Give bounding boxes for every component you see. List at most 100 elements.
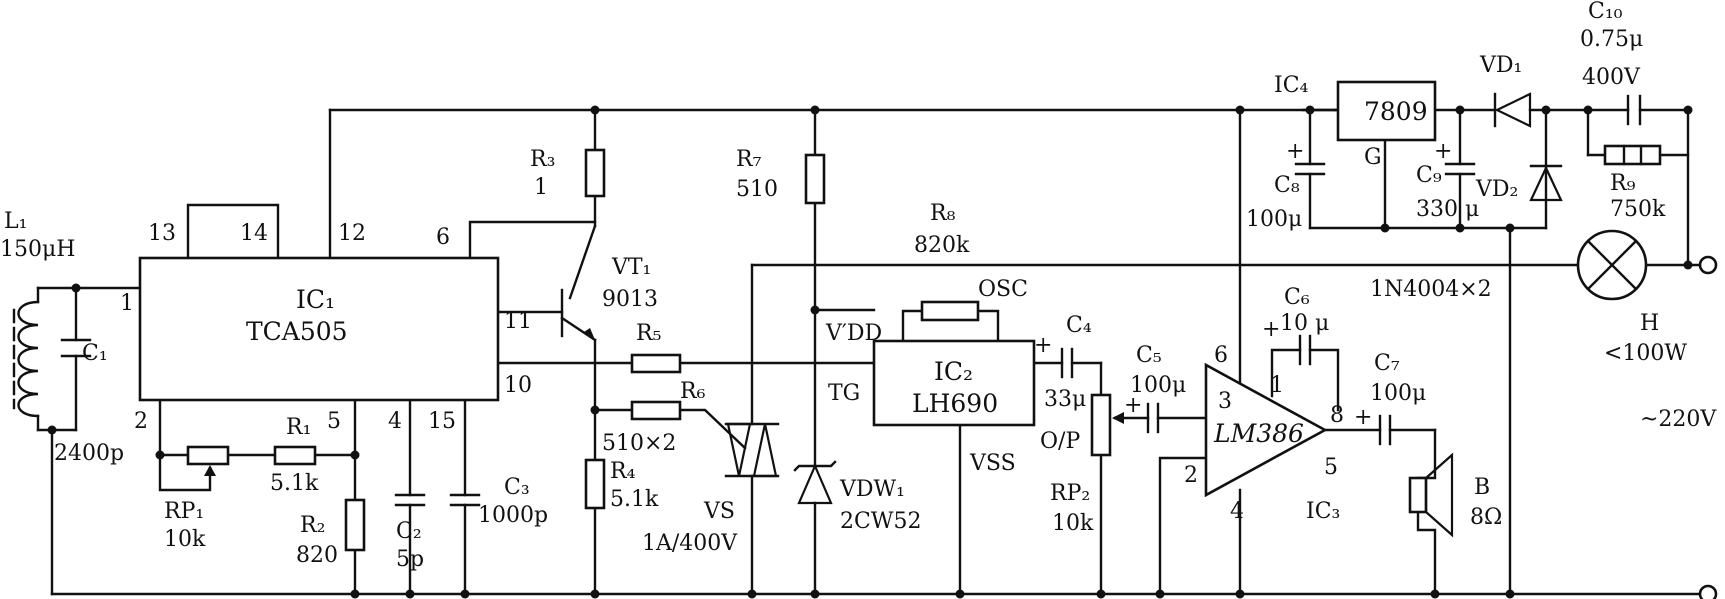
capacitor-c3: [449, 493, 481, 507]
c1-name: C₁: [82, 341, 108, 366]
c8-plus: +: [1286, 139, 1304, 164]
resistor-osc: [920, 300, 980, 322]
capacitor-c6: [1298, 334, 1312, 366]
c7-plus: +: [1354, 405, 1372, 430]
triac-vs: [724, 422, 780, 478]
ic3-pin-2: 2: [1184, 463, 1198, 488]
ic2-pin-osc: OSC: [978, 277, 1028, 302]
capacitor-c8: [1294, 162, 1326, 176]
r5-name: R₅: [636, 321, 661, 346]
r3-name: R₃: [530, 147, 555, 172]
ic3-part: LM386: [1213, 419, 1304, 448]
ic1-part: TCA505: [246, 317, 348, 346]
c4-name: C₄: [1066, 313, 1092, 338]
r8-value: 820k: [914, 233, 970, 258]
ic4-7809-regulator: [1336, 80, 1437, 142]
c8-name: C₈: [1274, 173, 1300, 198]
ic1-name: IC₁: [296, 285, 335, 314]
resistor-r6: [630, 400, 682, 421]
ic2-pin-tg: TG: [828, 381, 860, 406]
r2-value: 820: [296, 543, 338, 568]
c10-name: C₁₀: [1588, 0, 1623, 24]
speaker-name: B: [1474, 475, 1490, 500]
c9-name: C₉: [1416, 163, 1442, 188]
resistor-r5: [630, 353, 682, 374]
resistor-r3: [584, 148, 606, 198]
vt1-name: VT₁: [611, 255, 651, 280]
r4-value: 5.1k: [610, 487, 659, 512]
capacitor-c9: [1444, 162, 1476, 176]
r9-name: R₉: [1610, 171, 1636, 196]
ic4-name: IC₄: [1274, 73, 1309, 98]
ic3-pin-6: 6: [1214, 343, 1228, 368]
mains-terminal-bottom: [1698, 584, 1718, 599]
ic2-part: LH690: [912, 389, 998, 418]
ic4-gnd: G: [1364, 145, 1382, 170]
c8-value: 100μ: [1246, 207, 1302, 232]
r4-name: R₄: [610, 459, 636, 484]
mains-terminal-top: [1698, 255, 1718, 275]
resistor-r2: [344, 498, 366, 552]
ic1-pin-12: 12: [338, 221, 366, 246]
resistor-r9: [1603, 144, 1662, 166]
rp1-value: 10k: [164, 527, 206, 552]
c7-name: C₇: [1374, 351, 1400, 376]
vd1-name: VD₁: [1479, 53, 1522, 78]
resistor-r7: [804, 153, 826, 205]
r7-name: R₇: [736, 147, 762, 172]
r1-value: 5.1k: [270, 471, 319, 496]
r9-value: 750k: [1610, 197, 1666, 222]
mains-voltage: ~220V: [1640, 407, 1717, 432]
ic3-name: IC₃: [1306, 499, 1340, 524]
ic3-pin-4: 4: [1230, 499, 1244, 524]
rp1-name: RP₁: [164, 499, 204, 524]
ic3-pin-1: 1: [1270, 373, 1284, 398]
c4-value: 33μ: [1044, 387, 1086, 412]
vdw1-name: VDW₁: [839, 477, 905, 502]
rp2-value: 10k: [1052, 511, 1094, 536]
diodes-type: 1N4004×2: [1370, 277, 1492, 302]
r1-name: R₁: [286, 415, 311, 440]
l1-value: 150μH: [0, 237, 75, 262]
capacitor-c7: [1378, 414, 1392, 446]
wires: [36, 108, 1702, 596]
ic1-pin-4: 4: [388, 409, 402, 434]
c10-value: 0.75μ: [1580, 27, 1643, 52]
lamp-h: [1576, 229, 1648, 301]
ic2-pin-vss: VSS: [969, 451, 1016, 476]
ic3-pin-5: 5: [1324, 455, 1338, 480]
diode-vd1: [1493, 92, 1532, 128]
ic1-pin-10: 10: [504, 373, 532, 398]
speaker-b: [1408, 452, 1454, 538]
resistor-r4: [584, 458, 606, 510]
c9-value: 330 μ: [1416, 197, 1479, 222]
ic2-name: IC₂: [934, 357, 973, 386]
ic2-pin-op: O/P: [1040, 429, 1080, 454]
labels: L₁ 150μH C₁ 2400p IC₁ TCA505 1 2 4 5 6 1…: [0, 0, 1717, 572]
ic1-pin-2: 2: [134, 409, 148, 434]
c1-value: 2400p: [54, 441, 124, 466]
c7-value: 100μ: [1370, 381, 1426, 406]
c6-name: C₆: [1284, 285, 1310, 310]
capacitor-c2: [394, 493, 426, 507]
r2-name: R₂: [300, 513, 325, 538]
c4-plus: +: [1034, 333, 1052, 358]
capacitor-c10: [1626, 94, 1642, 126]
c3-name: C₃: [504, 475, 530, 500]
r6-name: R₆: [680, 379, 706, 404]
ic1-pin-1: 1: [120, 291, 134, 316]
vd2-name: VD₂: [1475, 177, 1518, 202]
capacitor-c1: [60, 338, 92, 358]
ic1-pin-11: 11: [504, 309, 532, 334]
vs-value: 1A/400V: [642, 531, 738, 556]
potentiometer-rp2: [1090, 393, 1124, 457]
c9-plus: +: [1434, 139, 1452, 164]
inductor-l1: [12, 300, 40, 418]
junctions: [47, 105, 1693, 599]
c6-value: 10 μ: [1280, 311, 1329, 336]
c6-plus: +: [1262, 317, 1280, 342]
zener-vdw1: [793, 460, 837, 505]
vdw1-value: 2CW52: [840, 509, 921, 534]
ic1-pin-6: 6: [436, 225, 450, 250]
